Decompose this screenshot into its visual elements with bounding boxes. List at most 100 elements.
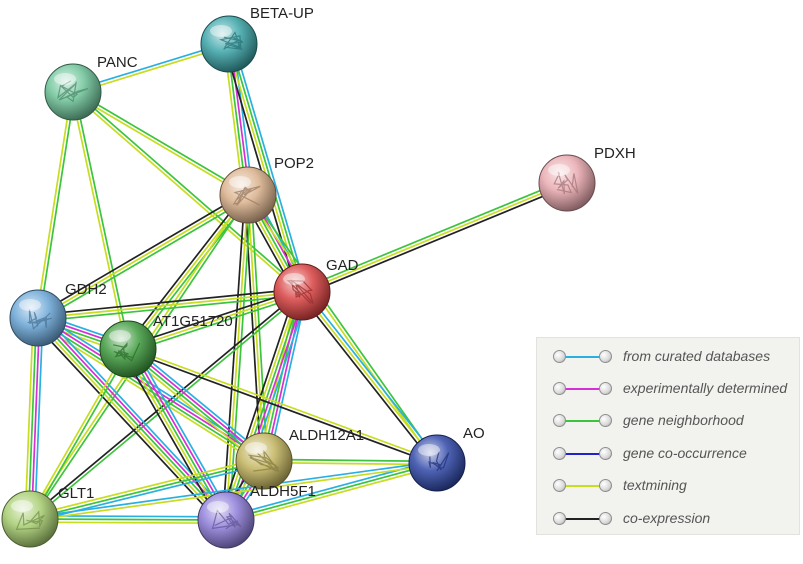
edge-panc-gad[interactable] <box>71 90 304 294</box>
edge-line-curated <box>29 460 437 519</box>
edge-line-textmining <box>35 91 73 318</box>
edge-line-neighborhood <box>73 90 304 292</box>
legend-ball-icon <box>553 479 566 492</box>
node-gad[interactable]: GAD <box>273 257 359 321</box>
node-ball-aldh12a1[interactable] <box>235 432 293 490</box>
legend-item-neighborhood: gene neighborhood <box>537 409 799 433</box>
legend-label-neighborhood: gene neighborhood <box>623 412 744 428</box>
edge-at1g51720-glt1[interactable] <box>27 347 131 521</box>
legend-ball-icon <box>553 447 566 460</box>
node-highlight <box>207 501 229 513</box>
edge-line-textmining <box>226 44 302 293</box>
edge-line-coexpression <box>298 293 436 466</box>
edge-pop2-gdh2[interactable] <box>35 191 251 322</box>
protein-structure-icon <box>57 80 89 103</box>
node-highlight <box>418 444 440 456</box>
edge-line-experimental <box>264 292 305 462</box>
edge-gad-gdh2[interactable] <box>37 287 303 323</box>
legend-item-experimental: experimentally determined <box>537 377 799 401</box>
edge-gdh2-aldh5f1[interactable] <box>32 313 232 525</box>
edge-line-curated <box>132 345 233 518</box>
edge-line-textmining <box>29 457 264 517</box>
edge-line-neighborhood <box>37 317 227 521</box>
edge-line-textmining <box>128 346 438 463</box>
node-aldh5f1[interactable]: ALDH5F1 <box>197 483 316 549</box>
edge-line-neighborhood <box>36 318 264 464</box>
node-label-gdh2: GDH2 <box>65 281 107 298</box>
edge-line-neighborhood <box>300 179 567 290</box>
edge-gdh2-glt1[interactable] <box>24 317 44 520</box>
protein-structure-icon <box>218 31 244 50</box>
edge-pop2-ao[interactable] <box>245 193 440 465</box>
edge-gad-pdxh[interactable] <box>300 179 569 296</box>
legend-item-textmining: textmining <box>537 474 799 498</box>
node-at1g51720[interactable]: AT1G51720 <box>99 313 233 378</box>
legend-ball-icon <box>599 512 612 525</box>
edge-line-experimental <box>128 347 266 461</box>
node-highlight <box>54 73 76 85</box>
edge-line-neighborhood <box>127 348 227 521</box>
legend-label-experimental: experimentally determined <box>623 380 788 396</box>
node-ball-pdxh[interactable] <box>538 154 596 212</box>
node-pop2[interactable]: POP2 <box>219 155 314 224</box>
protein-structure-icon <box>113 342 141 362</box>
edge-line-neighborhood <box>29 460 265 520</box>
edge-line-curated <box>33 318 44 520</box>
edge-gad-ao[interactable] <box>298 289 441 466</box>
edge-line-textmining <box>226 465 439 524</box>
node-aldh12a1[interactable]: ALDH12A1 <box>235 427 364 490</box>
node-label-panc: PANC <box>97 54 138 71</box>
node-ball-gdh2[interactable] <box>9 289 67 347</box>
edge-line-curated <box>42 313 232 517</box>
protein-structure-icon <box>211 509 242 530</box>
legend-line-coexpression <box>559 518 605 520</box>
node-gdh2[interactable]: GDH2 <box>9 281 107 347</box>
node-beta-up[interactable]: BETA-UP <box>200 5 314 73</box>
node-highlight <box>19 299 41 311</box>
node-label-at1g51720: AT1G51720 <box>153 313 233 330</box>
node-ball-pop2[interactable] <box>219 166 277 224</box>
edge-line-neighborhood <box>30 292 304 521</box>
edge-at1g51720-ao[interactable] <box>127 346 438 466</box>
legend-label-cooccurrence: gene co-occurrence <box>623 445 747 461</box>
node-ball-glt1[interactable] <box>1 490 59 548</box>
edge-panc-pop2[interactable] <box>71 89 250 198</box>
edge-line-neighborhood <box>38 92 76 319</box>
node-ball-at1g51720[interactable] <box>99 320 157 378</box>
edge-line-textmining <box>37 291 303 319</box>
node-panc[interactable]: PANC <box>44 54 138 121</box>
edge-line-neighborhood <box>73 89 250 195</box>
protein-structure-icon <box>15 510 45 530</box>
protein-structure-icon <box>247 449 280 473</box>
nodes-layer: BETA-UP PANC POP2 PDXH GAD GDH2AT1G51720ALDH1… <box>1 5 636 549</box>
edge-line-neighborhood <box>229 43 305 292</box>
edge-line-curated <box>232 42 308 291</box>
node-ball-beta-up[interactable] <box>200 15 258 73</box>
legend-item-cooccurrence: gene co-occurrence <box>537 442 799 466</box>
edge-panc-gdh2[interactable] <box>35 91 76 319</box>
edge-line-textmining <box>127 291 303 350</box>
protein-structure-icon <box>26 309 52 330</box>
node-label-pdxh: PDXH <box>594 145 636 162</box>
edge-line-curated <box>267 292 308 463</box>
node-ball-gad[interactable] <box>273 263 331 321</box>
node-pdxh[interactable]: PDXH <box>538 145 636 212</box>
node-label-glt1: GLT1 <box>58 485 94 502</box>
legend-ball-icon <box>599 479 612 492</box>
node-glt1[interactable]: GLT1 <box>1 485 94 548</box>
legend-ball-icon <box>553 350 566 363</box>
node-ao[interactable]: AO <box>408 425 485 492</box>
edge-line-coexpression <box>124 192 247 348</box>
edge-line-coexpression <box>121 351 222 524</box>
legend-ball-icon <box>599 350 612 363</box>
node-label-aldh5f1: ALDH5F1 <box>250 483 316 500</box>
edge-line-coexpression <box>221 194 246 520</box>
protein-structure-icon <box>232 185 261 206</box>
legend-line-curated <box>559 356 605 358</box>
edge-aldh12a1-ao[interactable] <box>263 458 438 466</box>
legend-ball-icon <box>599 382 612 395</box>
edge-line-neighborhood <box>225 291 303 521</box>
edge-gad-at1g51720[interactable] <box>126 288 304 353</box>
node-highlight <box>283 273 305 285</box>
